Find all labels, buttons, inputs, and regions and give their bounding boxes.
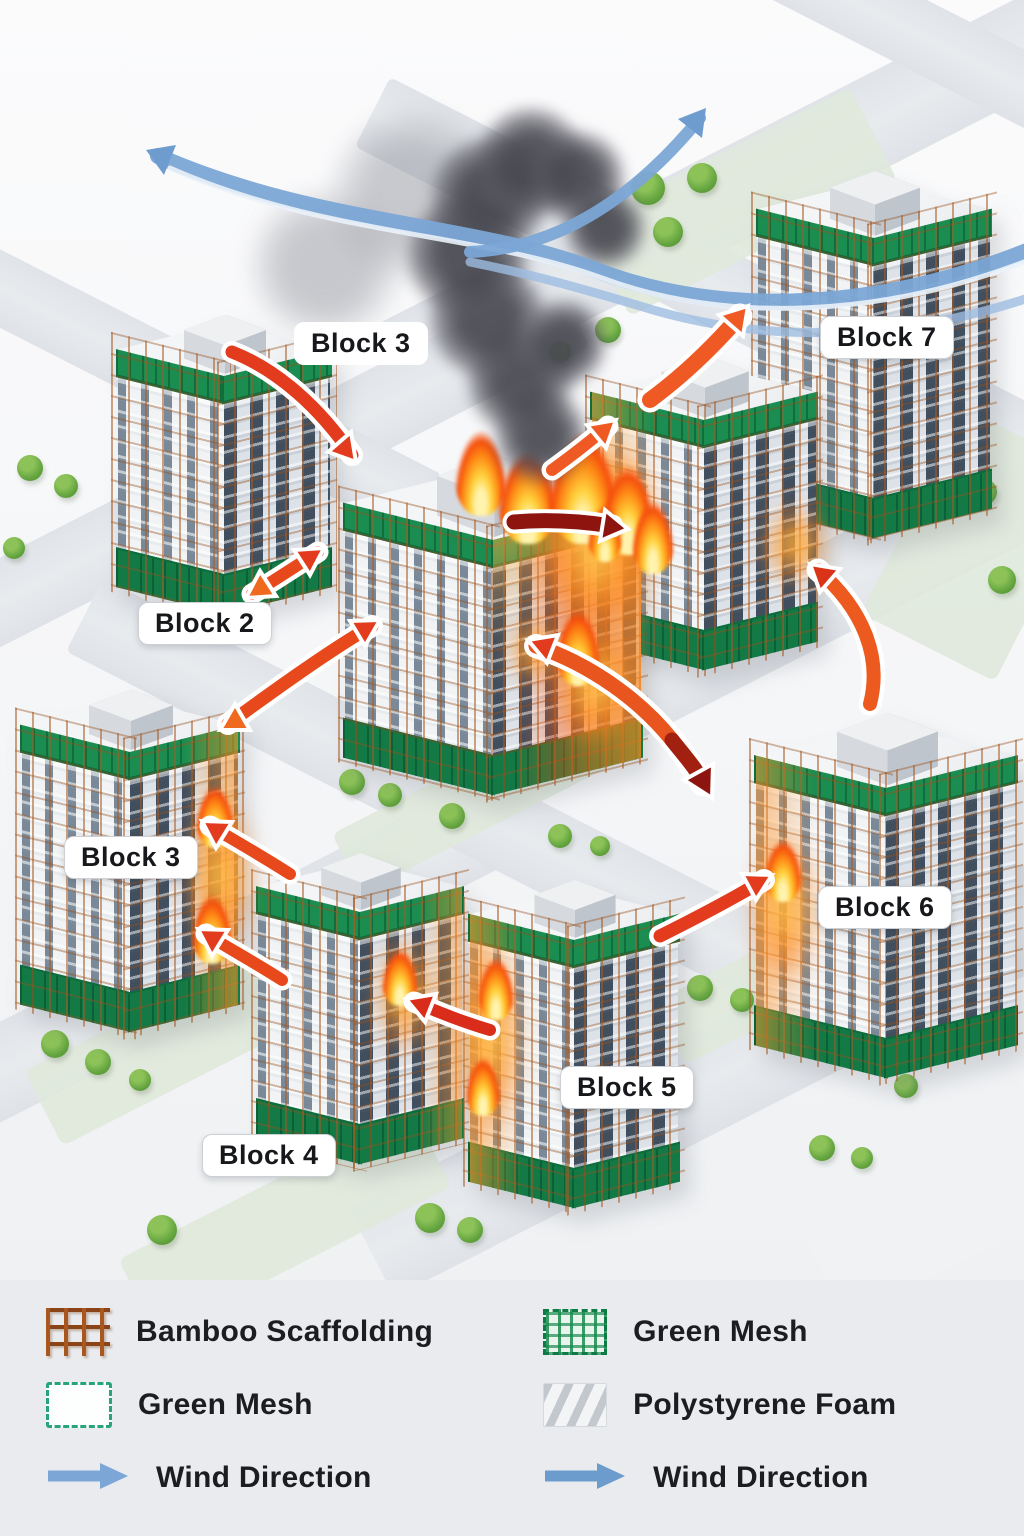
legend-label: Green Mesh [138,1388,313,1421]
tree [809,1135,835,1161]
tree [378,783,402,807]
tree [894,1074,918,1098]
tree [439,803,465,829]
tree [851,1147,873,1169]
tree [595,317,621,343]
tree [339,769,365,795]
legend-label: Polystyrene Foam [633,1388,897,1421]
label-block-7: Block 7 [820,316,954,359]
legend-row: Green Mesh [46,1379,433,1431]
label-block-6: Block 6 [818,886,952,929]
green-mesh-dashed-icon [46,1382,112,1428]
label-block-3-left: Block 3 [64,836,198,879]
tree [3,537,25,559]
tree [730,988,754,1012]
legend-row: Wind Direction [46,1452,433,1504]
legend-row: Wind Direction [543,1452,896,1504]
legend-label: Wind Direction [653,1461,869,1494]
wind-direction-arrow-icon [46,1461,130,1496]
green-mesh-grid-icon [543,1309,608,1355]
label-block-5: Block 5 [560,1066,694,1109]
legend-row: Bamboo Scaffolding [46,1306,433,1358]
legend-label: Green Mesh [633,1315,808,1348]
bamboo-scaffolding-icon [46,1308,110,1356]
tree [988,566,1016,594]
tree [653,217,683,247]
label-block-3-top: Block 3 [294,322,428,365]
wind-direction-arrow-icon [543,1461,627,1496]
tree [129,1069,151,1091]
tree [85,1049,111,1075]
tree [41,1030,69,1058]
legend-row: Green Mesh [543,1306,896,1358]
tree [147,1215,177,1245]
smoke-haze [250,190,400,340]
legend-label: Wind Direction [156,1461,372,1494]
label-block-4: Block 4 [202,1134,336,1177]
legend-column-left: Bamboo Scaffolding Green Mesh Wind Direc… [46,1306,433,1536]
legend-row: Polystyrene Foam [543,1379,896,1431]
tree [457,1217,483,1243]
tree [54,474,78,498]
legend: Bamboo Scaffolding Green Mesh Wind Direc… [0,1280,1024,1536]
tree [687,975,713,1001]
tree [17,455,43,481]
label-block-2: Block 2 [138,602,272,645]
tree [548,824,572,848]
tree [549,341,571,363]
tree [631,171,665,205]
tree [687,163,717,193]
legend-column-right: Green Mesh Polystyrene Foam Wind Directi… [543,1306,896,1536]
tree [415,1203,445,1233]
legend-label: Bamboo Scaffolding [136,1315,434,1348]
isometric-city-scene: Block 3 Block 7 Block 2 Block 3 Block 6 … [0,0,1024,1280]
tree [590,836,610,856]
polystyrene-foam-icon [543,1383,608,1427]
